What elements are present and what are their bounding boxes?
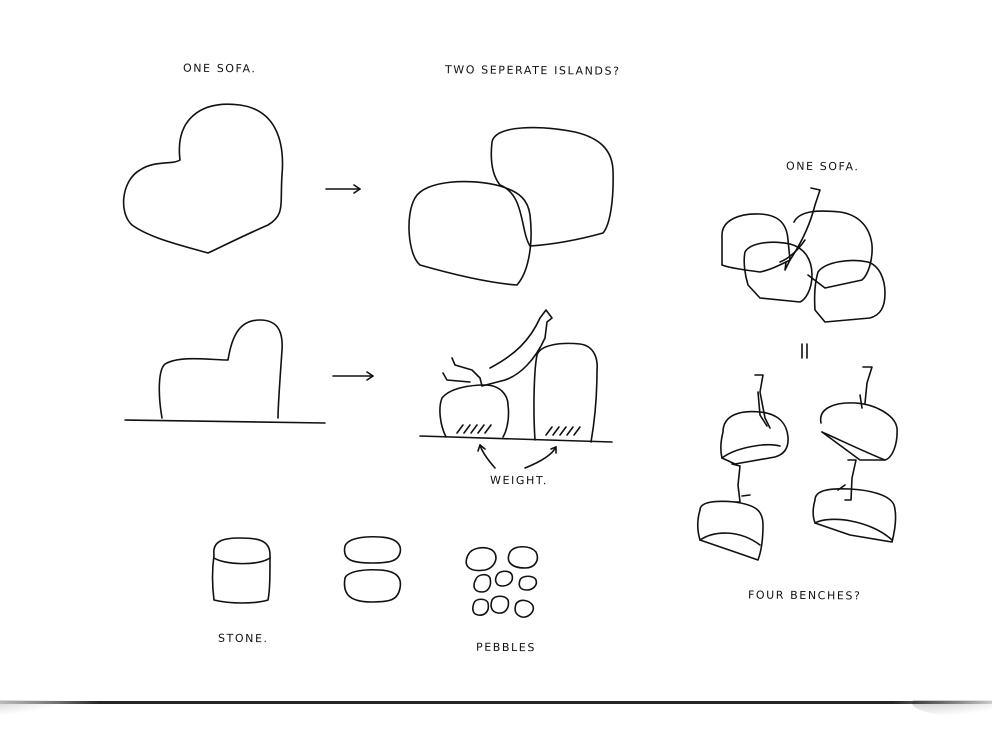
island-front-sketch [408,180,532,286]
label-one-sofa-right: ONE SOFA. [785,159,860,174]
pebble-bottom-sketch [343,568,402,603]
page-shadow [0,700,992,717]
pebble-top-sketch [343,535,402,564]
sofa-composite-sketch [721,187,886,323]
sofa-plan-sketch [122,103,284,254]
label-weight: WEIGHT. [489,473,549,488]
label-pebbles: PEBBLES [475,640,536,655]
sketch-sheet: ONE SOFA. TWO SEPERATE ISLANDS? ONE SOFA… [122,61,898,655]
sketch-drawings [122,103,898,618]
stone-sketch [211,537,271,604]
label-stone: STONE. [217,631,269,646]
label-four-benches: FOUR BENCHES? [747,588,862,603]
pebbles-cluster-sketch [465,545,539,618]
four-benches-sketch [696,366,898,561]
island-back-sketch [490,126,614,247]
arrow-right-icon [325,184,361,194]
equals-sign-icon [801,343,808,359]
label-one-sofa-top: ONE SOFA. [182,61,257,76]
sofa-side-sketch [124,319,326,424]
label-two-islands: TWO SEPERATE ISLANDS? [444,63,621,78]
islands-side-sketch [419,309,613,469]
arrow-right-icon [332,371,374,381]
